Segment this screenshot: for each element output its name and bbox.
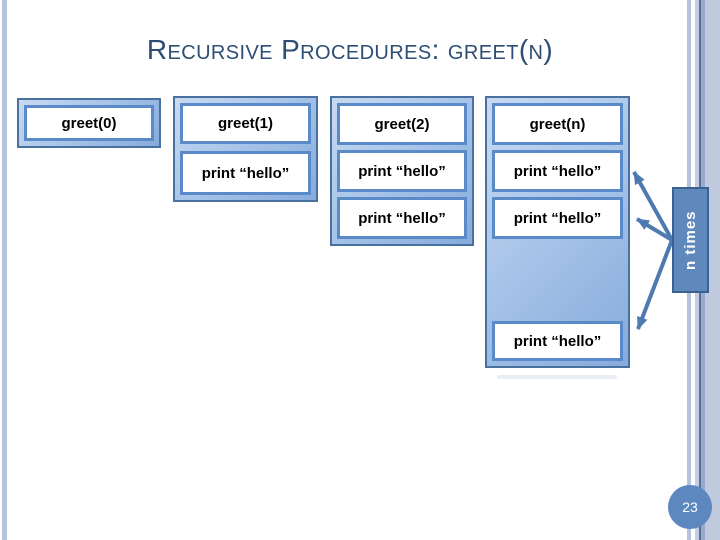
statement-box-final: print “hello” bbox=[492, 321, 623, 361]
statement-label: print “hello” bbox=[513, 209, 602, 227]
slide-title: Recursive Procedures: greet(n) bbox=[146, 34, 554, 65]
call-frame-greetn: greet(n) print “hello” print “hello” pri… bbox=[485, 96, 630, 368]
call-header-box: greet(n) bbox=[492, 103, 623, 145]
call-header-label: greet(1) bbox=[217, 115, 273, 132]
page-number-badge: 23 bbox=[668, 485, 712, 529]
call-header-label: greet(n) bbox=[529, 115, 586, 133]
call-header-label: greet(0) bbox=[61, 114, 117, 132]
statement-label: print “hello” bbox=[201, 164, 290, 182]
call-frame-greet2: greet(2) print “hello” print “hello” bbox=[330, 96, 474, 246]
page-number: 23 bbox=[682, 499, 698, 515]
statement-label: print “hello” bbox=[513, 162, 602, 180]
recursion-ellipsis-gap bbox=[492, 244, 623, 316]
statement-box: print “hello” bbox=[337, 150, 467, 192]
call-frame-greet1: greet(1) print “hello” bbox=[173, 96, 318, 202]
statement-box: print “hello” bbox=[337, 197, 467, 239]
statement-box: print “hello” bbox=[180, 151, 311, 195]
n-times-text: n times bbox=[682, 210, 699, 270]
call-frame-greet0: greet(0) bbox=[17, 98, 161, 148]
right-accent-line-light bbox=[705, 0, 720, 540]
n-times-label: n times bbox=[672, 187, 709, 293]
left-accent-stripe bbox=[2, 0, 7, 540]
call-header-label: greet(2) bbox=[374, 115, 430, 133]
frame-reflection bbox=[497, 375, 617, 379]
statement-label: print “hello” bbox=[358, 162, 446, 180]
statement-label: print “hello” bbox=[358, 209, 446, 227]
call-header-box: greet(0) bbox=[24, 105, 154, 141]
call-header-box: greet(2) bbox=[337, 103, 467, 145]
statement-box: print “hello” bbox=[492, 197, 623, 239]
arrow-to-first-print bbox=[632, 171, 674, 241]
statement-label: print “hello” bbox=[513, 332, 602, 350]
call-header-box: greet(1) bbox=[180, 103, 311, 144]
arrow-to-second-print bbox=[635, 217, 674, 242]
statement-box: print “hello” bbox=[492, 150, 623, 192]
arrow-to-last-print bbox=[636, 239, 674, 330]
